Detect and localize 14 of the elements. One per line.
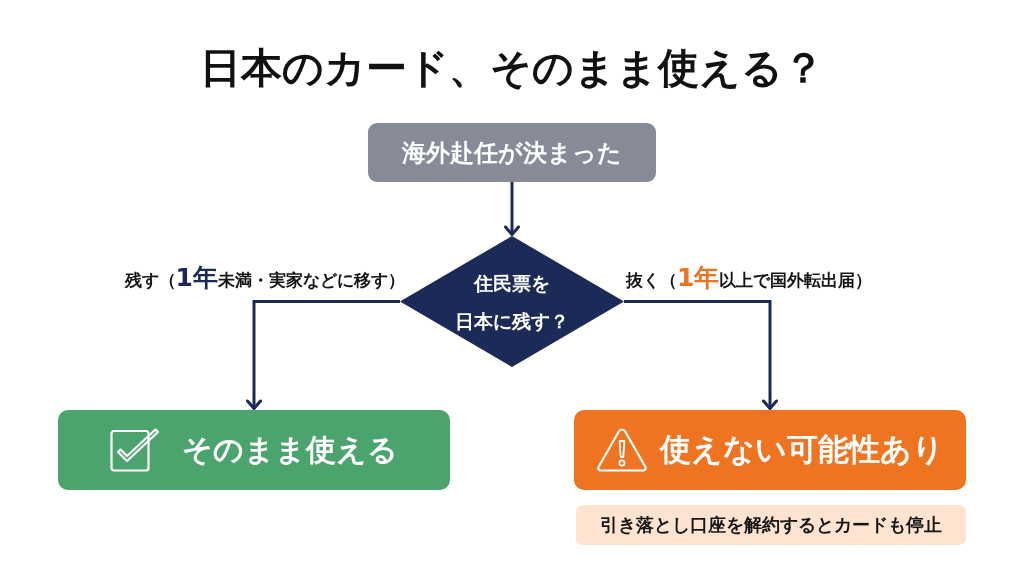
warning-box (574, 410, 966, 490)
result-box (58, 410, 450, 490)
note-box (576, 505, 966, 545)
arrow (624, 300, 778, 410)
arrow (504, 182, 520, 236)
warning-text: 使えない可能性あり (660, 430, 944, 469)
diagram-title: 日本のカード、そのまま使える？ (199, 43, 825, 94)
arrow (246, 300, 400, 410)
note-text: 引き落とし口座を解約するとカードも停止 (600, 514, 942, 537)
result-text: そのまま使える (182, 430, 398, 469)
question-text: 住民票を日本に残す？ (455, 270, 569, 334)
start-box (368, 123, 656, 182)
step-text: 海外赴任が決まった (402, 137, 622, 169)
decision-diamond (400, 236, 624, 367)
